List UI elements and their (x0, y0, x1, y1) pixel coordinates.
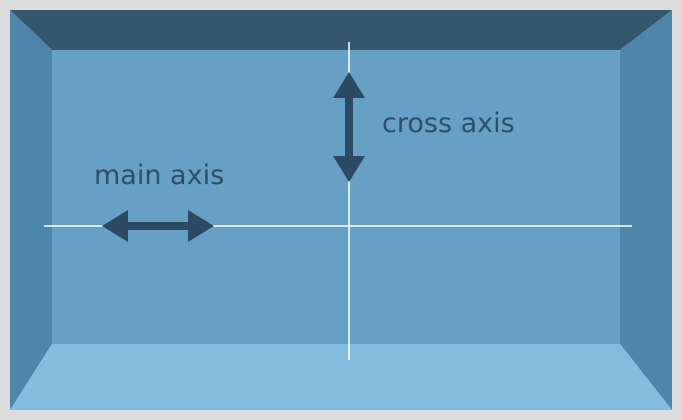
main-axis-label: main axis (94, 160, 225, 191)
right-face (620, 10, 672, 410)
left-face (10, 10, 52, 410)
double-arrow-horizontal-icon (102, 210, 214, 242)
top-face (10, 10, 672, 50)
cross-axis-label: cross axis (382, 108, 515, 139)
back-face (52, 50, 620, 344)
double-arrow-vertical-icon (333, 72, 365, 182)
bottom-face (10, 344, 672, 410)
